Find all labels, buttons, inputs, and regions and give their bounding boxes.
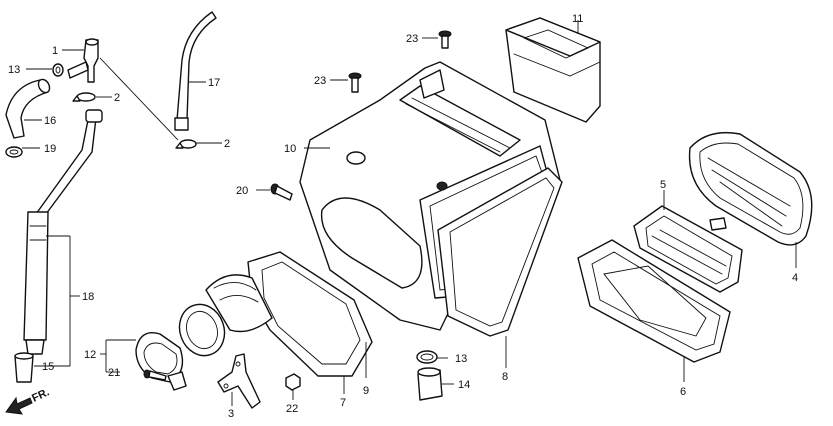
callout-19: 19 [44,143,56,155]
drain-plug-part [14,352,34,383]
band-screw-part [143,369,167,381]
band-clamp-part [135,332,187,391]
callout-2-upper: 2 [114,92,120,104]
o-ring-part [416,350,438,364]
callout-16: 16 [44,115,56,127]
callout-20: 20 [236,185,248,197]
clip-part-upper [52,63,64,77]
air-filter-part [688,131,813,246]
hose-clamp-part-upper [72,92,96,102]
callout-21: 21 [108,367,120,379]
callout-9: 9 [363,385,369,397]
curved-hose-part [5,78,51,139]
breather-joint-part [67,38,99,83]
callout-7: 7 [340,397,346,409]
bolt-part-lower [348,72,362,93]
breather-tube-part [174,11,217,131]
callout-11: 11 [572,13,583,25]
callout-18: 18 [82,291,94,303]
callout-1: 1 [52,45,58,57]
callout-14: 14 [458,379,470,391]
drain-tube-part [23,109,103,355]
callout-6: 6 [680,386,686,398]
filter-frame-part [577,239,731,363]
callout-17: 17 [208,77,220,89]
screw-part [270,183,293,201]
callout-13-lower: 13 [455,353,467,365]
callout-10: 10 [284,143,296,155]
connecting-tube-part [178,251,373,377]
nut-part [285,373,301,391]
sleeve-part [417,367,443,401]
callout-8: 8 [502,371,508,383]
callout-2-lower: 2 [224,138,230,150]
small-clamp-part [5,146,23,158]
gasket-part [437,167,563,337]
front-direction-arrow: FR. [5,386,51,415]
bracket-part [217,353,261,409]
callout-23-upper: 23 [406,33,418,45]
hose-clamp-part-lower [175,139,197,149]
callout-5: 5 [660,179,666,191]
callout-23-lower: 23 [314,75,326,87]
leader-lines [22,20,797,406]
filter-holder-part [505,17,601,123]
callout-13-upper: 13 [8,64,20,76]
bolt-part-upper [438,30,452,49]
inner-filter-part [633,205,743,293]
callout-4: 4 [792,272,798,284]
callout-12: 12 [84,349,96,361]
callout-22: 22 [286,403,298,415]
callout-3: 3 [228,408,234,420]
callout-15: 15 [42,361,54,373]
front-direction-label: FR. [30,386,51,404]
callout-numbers: 1 13 2 2 17 16 19 18 15 12 21 3 22 7 9 1… [8,13,798,420]
